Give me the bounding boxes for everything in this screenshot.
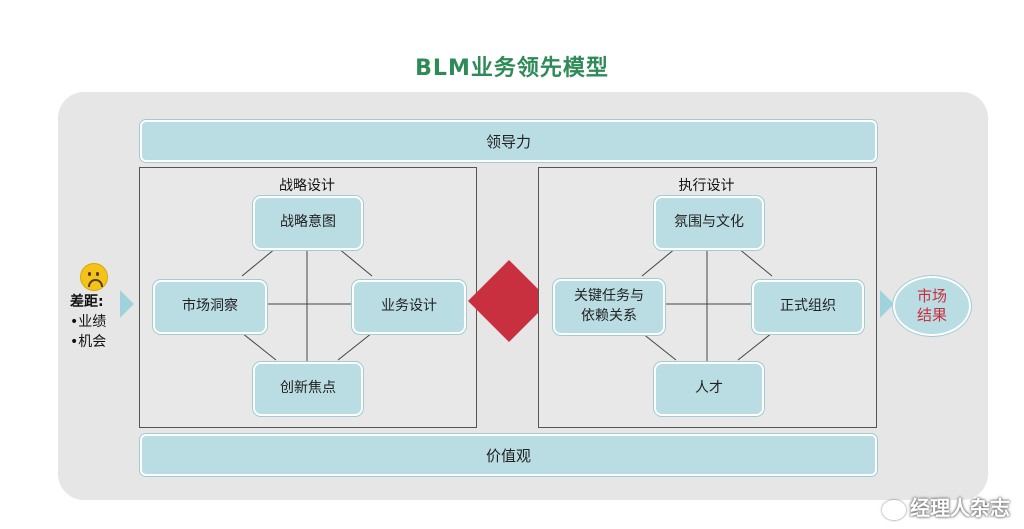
market-result-oval: 市场 结果 [893, 276, 971, 336]
weibo-icon [882, 499, 906, 520]
gap-arrow-icon [120, 290, 134, 318]
leadership-bar: 领导力 [140, 120, 877, 162]
sad-face-icon [80, 263, 108, 291]
critical-tasks-line1: 关键任务与 [574, 288, 644, 305]
formal-organization-box: 正式组织 [752, 280, 864, 334]
watermark-text: 经理人杂志 [910, 496, 1010, 520]
values-bar: 价值观 [140, 434, 877, 476]
watermark: 经理人杂志 [882, 492, 1010, 521]
gap-item-performance: •业绩 [70, 314, 107, 330]
gap-heading: 差距: [70, 294, 104, 310]
result-arrow-icon [880, 290, 894, 318]
innovation-focus-box: 创新焦点 [253, 362, 363, 416]
critical-tasks-box: 关键任务与 依赖关系 [553, 279, 665, 335]
critical-tasks-line2: 依赖关系 [581, 308, 637, 324]
diagram-title: BLM业务领先模型 [415, 56, 609, 81]
market-insight-box: 市场洞察 [153, 280, 267, 334]
gap-list: 差距: •业绩 •机会 [70, 292, 106, 352]
result-line1: 市场 [916, 286, 947, 305]
result-line2: 结果 [916, 306, 947, 324]
talent-box: 人才 [654, 362, 764, 416]
strategy-design-heading: 战略设计 [279, 178, 335, 194]
gap-item-opportunity: •机会 [70, 334, 107, 350]
business-design-box: 业务设计 [352, 280, 466, 334]
strategic-intent-box: 战略意图 [253, 196, 363, 250]
execution-design-heading: 执行设计 [678, 178, 735, 194]
climate-culture-box: 氛围与文化 [654, 196, 764, 250]
